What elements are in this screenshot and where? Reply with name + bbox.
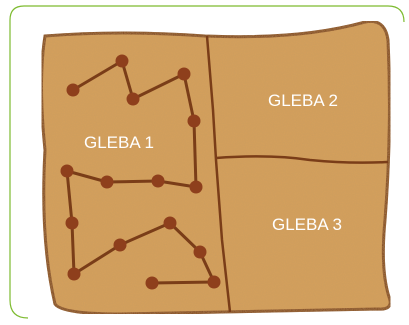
route-node [164, 217, 177, 230]
route-node [190, 181, 203, 194]
route-node [61, 165, 74, 178]
route-node [208, 276, 221, 289]
route-node [66, 217, 79, 230]
route-node [188, 115, 201, 128]
route-node [178, 68, 191, 81]
route-node [114, 239, 127, 252]
route-node [127, 93, 140, 106]
route-node [116, 55, 129, 68]
route-node [152, 175, 165, 188]
plot-label-gleba-1: GLEBA 1 [84, 133, 154, 152]
plot-label-gleba-3: GLEBA 3 [272, 215, 342, 234]
frame-border-bottom [10, 20, 28, 318]
route-node [67, 84, 80, 97]
frame-border [10, 6, 404, 22]
route-node [68, 268, 81, 281]
plot-label-gleba-2: GLEBA 2 [268, 91, 338, 110]
route-node [101, 176, 114, 189]
route-node [194, 246, 207, 259]
route-node [146, 277, 159, 290]
